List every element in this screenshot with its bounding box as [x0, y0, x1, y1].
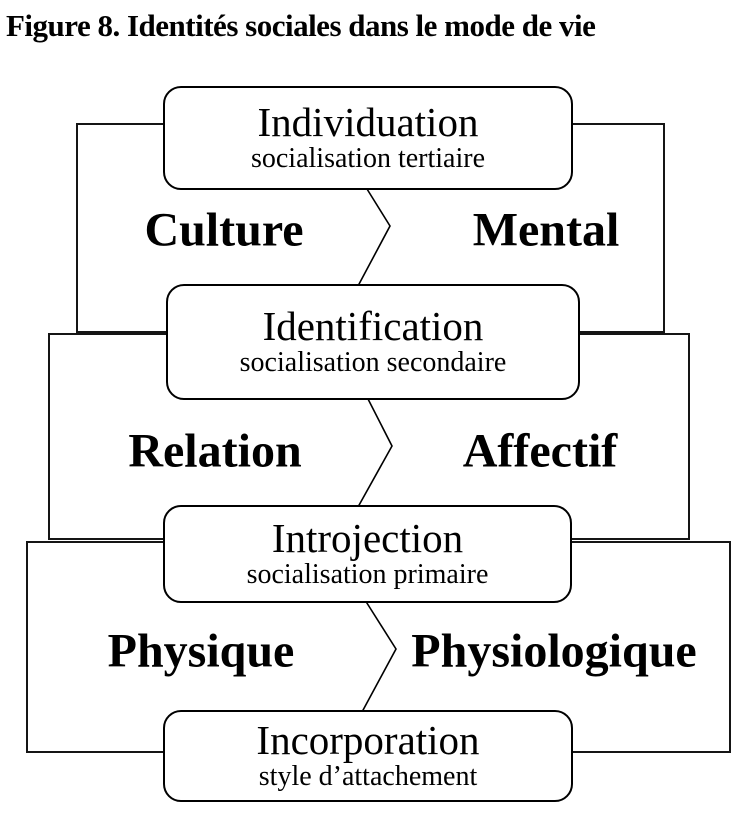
node-individuation-title: Individuation [257, 99, 479, 146]
chevron-relation-affectif [357, 396, 393, 508]
node-individuation: Individuation socialisation tertiaire [163, 86, 573, 190]
node-individuation-subtitle: socialisation tertiaire [250, 143, 486, 175]
node-introjection: Introjection socialisation primaire [163, 505, 572, 603]
node-identification-title: Identification [262, 303, 484, 350]
node-introjection-subtitle: socialisation primaire [246, 559, 489, 591]
node-identification: Identification socialisation secondaire [166, 284, 580, 400]
label-physique: Physique [107, 624, 295, 678]
label-physiologique: Physiologique [411, 624, 697, 678]
figure-title: Figure 8. Identités sociales dans le mod… [6, 8, 596, 43]
node-introjection-title: Introjection [271, 515, 464, 562]
node-identification-subtitle: socialisation secondaire [239, 347, 507, 379]
node-incorporation-subtitle: style d’attachement [258, 761, 478, 793]
chevron-physique-physiologique [361, 599, 397, 713]
node-incorporation-title: Incorporation [256, 717, 480, 764]
label-mental: Mental [472, 203, 620, 257]
chevron-culture-mental [357, 188, 391, 287]
node-incorporation: Incorporation style d’attachement [163, 710, 573, 802]
label-relation: Relation [128, 424, 302, 478]
label-affectif: Affectif [462, 424, 618, 478]
label-culture: Culture [144, 203, 304, 257]
